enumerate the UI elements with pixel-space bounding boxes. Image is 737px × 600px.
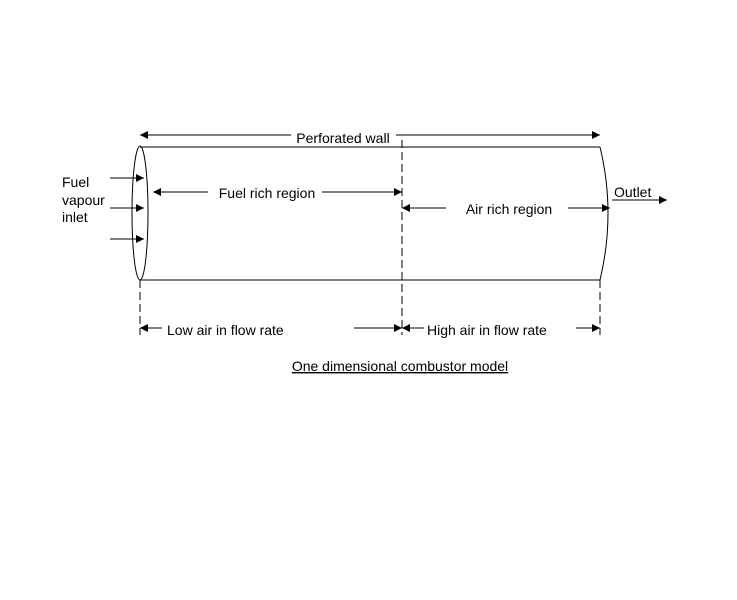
diagram-caption: One dimensional combustor model <box>292 358 508 374</box>
inlet-end-ellipse <box>131 145 149 281</box>
fuel-inlet-label-line1: Fuel <box>62 174 89 190</box>
outlet-end-curve <box>599 146 609 281</box>
outlet-label: Outlet <box>614 184 651 200</box>
fuel-inlet-label-line2: vapour <box>62 192 105 208</box>
high-air-rate-label: High air in flow rate <box>427 322 547 338</box>
fuel-inlet-label-line3: inlet <box>62 209 88 225</box>
perforated-wall-label: Perforated wall <box>296 130 389 146</box>
fuel-inlet-arrows <box>110 174 144 243</box>
fuel-rich-region-label: Fuel rich region <box>219 185 316 201</box>
low-air-rate-label: Low air in flow rate <box>167 322 284 338</box>
air-rich-region-label: Air rich region <box>466 201 552 217</box>
